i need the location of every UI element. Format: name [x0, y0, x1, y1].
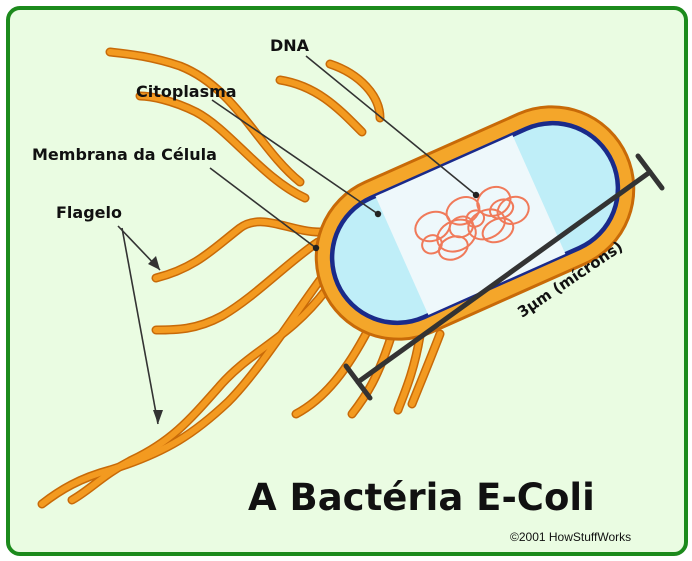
bacterium-cell	[290, 81, 660, 366]
diagram-title: A Bactéria E-Coli	[248, 476, 595, 519]
copyright-credit: ©2001 HowStuffWorks	[510, 530, 631, 544]
label-flagelo: Flagelo	[56, 203, 122, 222]
label-membrana: Membrana da Célula	[32, 145, 217, 164]
label-dna: DNA	[270, 36, 310, 55]
label-citoplasma: Citoplasma	[136, 82, 237, 101]
